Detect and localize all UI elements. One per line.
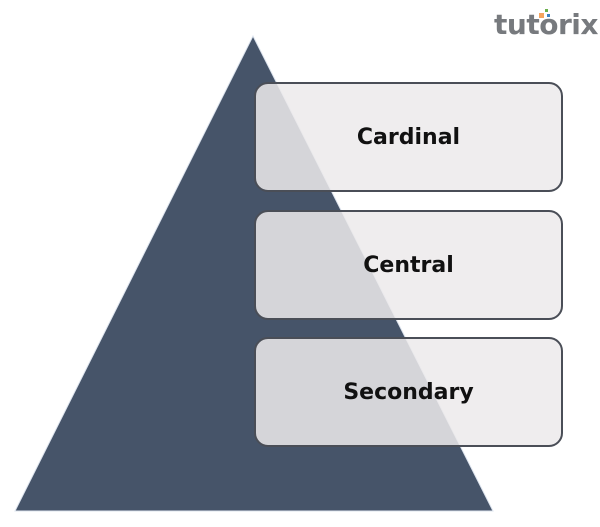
logo-dot-icon [545, 9, 548, 12]
level-box-central: Central [254, 210, 563, 320]
level-label: Cardinal [356, 124, 461, 150]
logo-dot-icon [547, 14, 550, 17]
logo-dot-icon [539, 13, 544, 18]
logo-text: tutorix [494, 8, 598, 41]
level-box-secondary: Secondary [254, 337, 563, 447]
level-box-cardinal: Cardinal [254, 82, 563, 192]
tutorix-logo: tutorix [494, 8, 598, 41]
level-label: Secondary [343, 379, 474, 405]
level-label: Central [363, 252, 454, 278]
